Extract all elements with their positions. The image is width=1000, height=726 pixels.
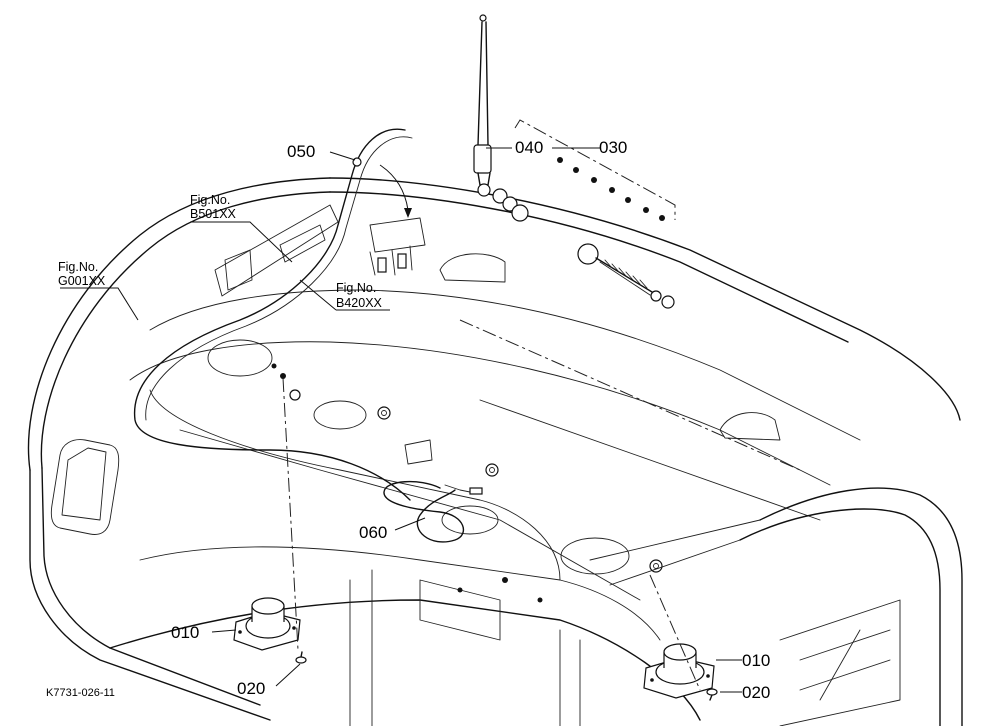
- fig-ref-g001-code: G001XX: [58, 274, 106, 288]
- fig-ref-b501-label: Fig.No.: [190, 193, 230, 207]
- roof-frame: [27, 177, 963, 726]
- fig-ref-b420-label: Fig.No.: [336, 281, 376, 295]
- callout-050: 050: [287, 142, 315, 161]
- callout-010-right: 010: [742, 651, 770, 670]
- antenna-assembly: [473, 14, 492, 197]
- callout-020-right: 020: [742, 683, 770, 702]
- callout-010-left: 010: [171, 623, 199, 642]
- cable-coil: [383, 480, 483, 543]
- speaker-right: [643, 643, 718, 701]
- fig-ref-g001-label: Fig.No.: [58, 260, 98, 274]
- antenna-cable: [133, 128, 426, 501]
- callout-060: 060: [359, 523, 387, 542]
- callout-030: 030: [599, 138, 627, 157]
- speaker-left: [233, 597, 307, 664]
- callout-020-left: 020: [237, 679, 265, 698]
- callout-040: 040: [515, 138, 543, 157]
- mounting-hardware: [492, 119, 676, 309]
- leader-lines: [60, 147, 742, 693]
- drawing-code: K7731-026-11: [46, 687, 115, 699]
- fig-ref-b420-code: B420XX: [336, 296, 383, 310]
- fig-ref-b501-code: B501XX: [190, 207, 237, 221]
